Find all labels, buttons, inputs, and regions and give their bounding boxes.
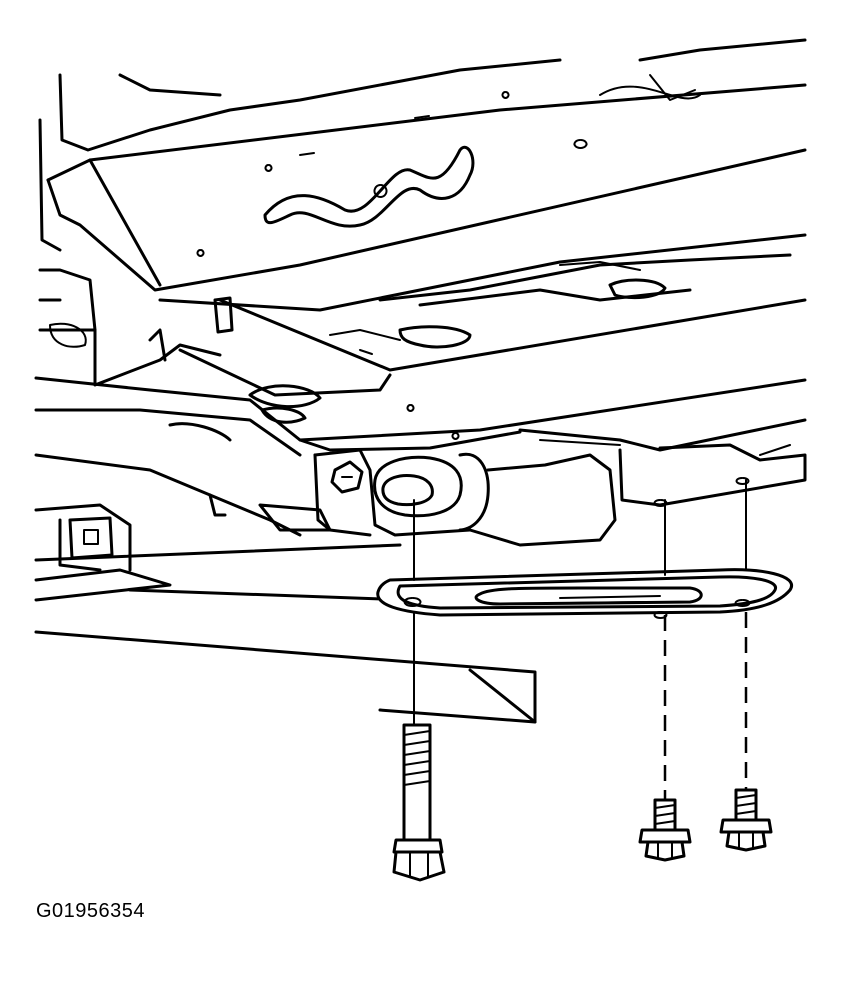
- figure-id-label: G01956354: [36, 900, 146, 922]
- insulator-plate: [376, 568, 793, 619]
- short-bolt-right: [719, 788, 773, 852]
- assembly-lines: [413, 479, 748, 800]
- lower-beam: [34, 588, 537, 724]
- mount-bracket: [618, 443, 807, 507]
- lower-control-arm: [34, 408, 402, 602]
- long-bolt: [392, 723, 446, 882]
- vehicle-underbody: [34, 38, 807, 452]
- mount-bushing: [313, 439, 621, 547]
- short-bolt-left: [638, 798, 692, 862]
